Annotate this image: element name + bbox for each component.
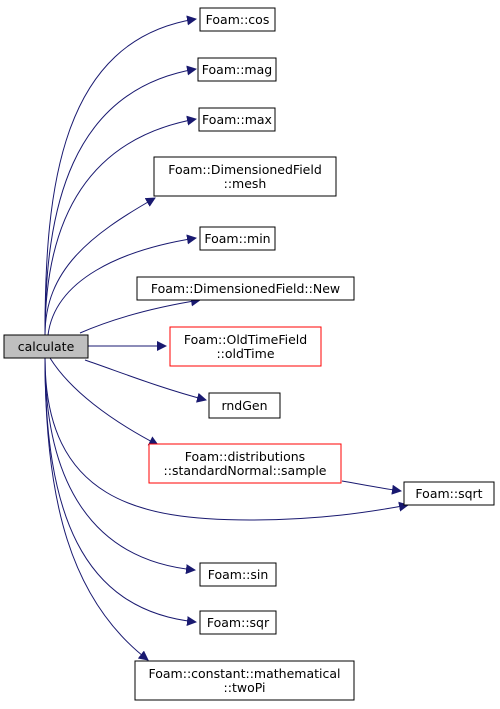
node-sin[interactable]: Foam::sin <box>199 562 277 587</box>
edge-calculate-to-sin <box>44 357 196 575</box>
node-min[interactable]: Foam::min <box>199 226 276 251</box>
node-sin-label-0: Foam::sin <box>208 567 269 582</box>
node-max-box <box>198 107 276 132</box>
node-calculate-box <box>3 334 89 359</box>
node-calculate-label-0: calculate <box>18 339 75 354</box>
node-max-label-0: Foam::max <box>202 112 272 127</box>
edge-sample-to-sqrt <box>341 480 402 495</box>
node-sqr[interactable]: Foam::sqr <box>199 610 277 635</box>
node-calculate[interactable]: calculate <box>3 334 89 359</box>
edge-calculate-to-mag <box>44 65 197 336</box>
node-mesh[interactable]: Foam::DimensionedField::mesh <box>153 156 337 197</box>
node-oldtime-label-0: Foam::OldTimeField <box>184 332 307 347</box>
edge-calculate-to-min <box>47 234 197 336</box>
node-twopi-label-0: Foam::constant::mathematical <box>149 666 341 681</box>
node-twopi[interactable]: Foam::constant::mathematical::twoPi <box>134 660 355 701</box>
node-rndgen-label-0: rndGen <box>221 398 267 413</box>
node-rndgen-box <box>208 392 281 419</box>
node-new-label-0: Foam::DimensionedField::New <box>151 281 340 296</box>
node-oldtime[interactable]: Foam::OldTimeField::oldTime <box>169 326 322 367</box>
edge-calculate-to-new <box>79 296 201 334</box>
node-mesh-label-0: Foam::DimensionedField <box>168 162 322 177</box>
node-twopi-label-1: ::twoPi <box>224 680 266 695</box>
node-twopi-box <box>134 660 355 701</box>
node-sample-label-1: ::standardNormal::sample <box>164 463 327 478</box>
node-sample-box <box>148 443 342 484</box>
nodes: calculate Foam::cosFoam::magFoam::maxFoam… <box>3 7 495 701</box>
edges <box>44 15 409 661</box>
node-max[interactable]: Foam::max <box>198 107 276 132</box>
node-mesh-box <box>153 156 337 197</box>
node-oldtime-box <box>169 326 322 367</box>
node-sqrt-label-0: Foam::sqrt <box>415 486 482 501</box>
node-mag[interactable]: Foam::mag <box>197 57 277 82</box>
edge-calculate-to-sqr <box>44 357 197 627</box>
node-oldtime-label-1: ::oldTime <box>216 346 274 361</box>
node-mag-label-0: Foam::mag <box>202 62 272 77</box>
edge-calculate-to-twopi <box>44 357 149 661</box>
node-mag-box <box>197 57 277 82</box>
node-new[interactable]: Foam::DimensionedField::New <box>136 276 355 301</box>
node-sin-box <box>199 562 277 587</box>
node-cos-label-0: Foam::cos <box>206 12 270 27</box>
node-cos-box <box>199 7 276 32</box>
edge-calculate-to-mesh <box>44 197 156 336</box>
node-sqr-box <box>199 610 277 635</box>
node-mesh-label-1: ::mesh <box>224 176 267 191</box>
node-sample-label-0: Foam::distributions <box>185 449 305 464</box>
node-new-box <box>136 276 355 301</box>
edge-calculate-to-max <box>44 115 197 336</box>
node-sqrt[interactable]: Foam::sqrt <box>403 481 495 506</box>
node-sample[interactable]: Foam::distributions::standardNormal::sam… <box>148 443 342 484</box>
node-sqr-label-0: Foam::sqr <box>207 615 270 630</box>
node-min-label-0: Foam::min <box>204 231 270 246</box>
edge-calculate-to-cos <box>44 15 197 336</box>
edge-calculate-to-rndgen <box>84 359 207 403</box>
node-min-box <box>199 226 276 251</box>
node-cos[interactable]: Foam::cos <box>199 7 276 32</box>
node-sqrt-box <box>403 481 495 506</box>
edge-calculate-to-sqrt <box>44 357 409 521</box>
node-rndgen[interactable]: rndGen <box>208 392 281 419</box>
edge-calculate-to-sample <box>49 357 159 446</box>
